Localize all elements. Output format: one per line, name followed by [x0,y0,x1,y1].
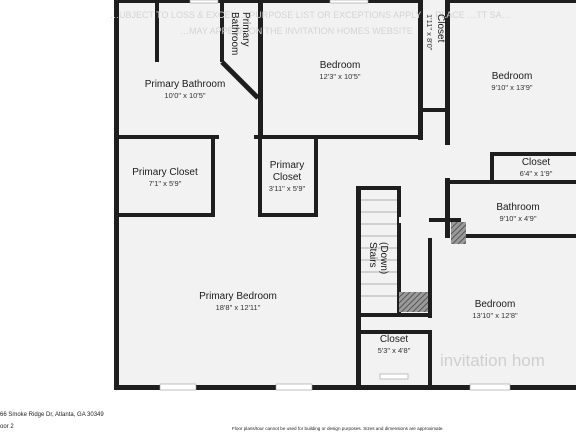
watermark: …UBJECT TO LOSS & EXCEL … PURPOSE LIST O… [110,10,545,370]
angled-wall [220,60,260,100]
closet-right-name: Closet [522,157,551,168]
stairs-line2: (Down) [378,242,389,274]
bathroom-dims: 9'10" x 4'9" [500,214,537,223]
closet-bottom-name: Closet [380,334,409,345]
windows [159,0,511,391]
disclaimer-text: Floor plans/tour cannot be used for buil… [232,426,444,431]
bedroom-bottom-dims: 13'10" x 12'8" [472,311,518,320]
primary-closet-mid-line1: Primary [270,160,304,171]
stairs-line1: Stairs [367,242,378,268]
closet-vertical-label: Closet 1'11" x 8'0" [425,14,446,51]
bedroom-top-name: Bedroom [320,60,361,71]
primary-closet-mid-dims: 3'11" x 5'9" [269,184,306,193]
closet-right-dims: 6'4" x 1'9" [520,169,553,178]
stairs-label: Stairs (Down) [367,242,389,274]
bedroom-right-dims: 9'10" x 13'9" [491,83,532,92]
bathroom-name: Bathroom [496,202,539,213]
hatched-areas [399,222,466,312]
bedroom-top-dims: 12'3" x 10'5" [319,72,360,81]
bedroom-bottom-name: Bedroom [475,299,516,310]
stair-treads [361,199,397,297]
primary-closet-mid-line2: Closet [273,172,302,183]
closet-vertical-name: Closet [435,14,446,43]
watermark-logo: invitation hom [440,351,545,370]
door-openings [220,134,450,223]
bedroom-right-name: Bedroom [492,71,533,82]
primary-bedroom-name: Primary Bedroom [199,291,277,302]
primary-closet-left-dims: 7'1" x 5'9" [149,179,182,188]
watermark-line-2: …MAY APPEAR ON THE INVITATION HOMES WEBS… [180,26,413,36]
primary-bathroom-vertical-line1: Primary [240,12,251,46]
floor-area [114,0,576,387]
watermark-line-1: …UBJECT TO LOSS & EXCEL … PURPOSE LIST O… [110,10,511,20]
room-labels: Primary Bathroom 10'0" x 10'5" Primary B… [132,12,553,355]
primary-bedroom-dims: 18'8" x 12'11" [216,303,261,312]
closet-bottom-dims: 5'3" x 4'8" [378,346,411,355]
primary-bathroom-vertical-line2: Bathroom [229,12,240,55]
primary-bathroom-dims: 10'0" x 10'5" [164,91,205,100]
primary-bathroom-vertical-label: Primary Bathroom [229,12,251,55]
floor-label: oor 2 [0,424,14,430]
walls [114,0,576,390]
primary-bathroom-name: Primary Bathroom [145,79,226,90]
closet-vertical-dims: 1'11" x 8'0" [425,14,434,51]
primary-closet-left-name: Primary Closet [132,167,198,178]
address-text: 66 Smoke Ridge Dr, Atlanta, GA 30349 [0,412,104,418]
